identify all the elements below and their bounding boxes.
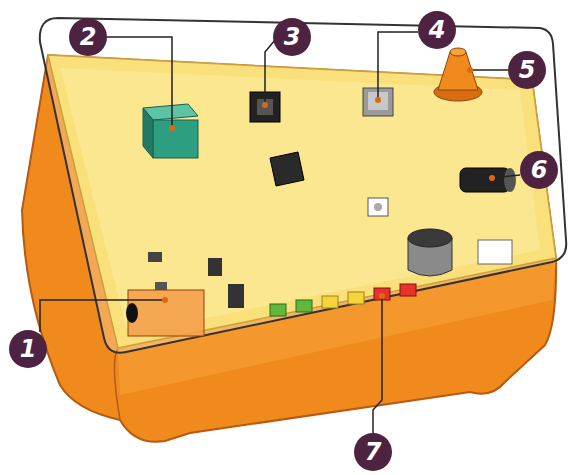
callout-number: 2 — [69, 18, 107, 56]
callout-number: 5 — [508, 51, 546, 89]
callout-number: 1 — [9, 330, 47, 368]
callout-number: 6 — [520, 151, 558, 189]
callout-number: 4 — [418, 11, 456, 49]
callout-number: 3 — [273, 18, 311, 56]
callout-number: 7 — [354, 433, 392, 471]
